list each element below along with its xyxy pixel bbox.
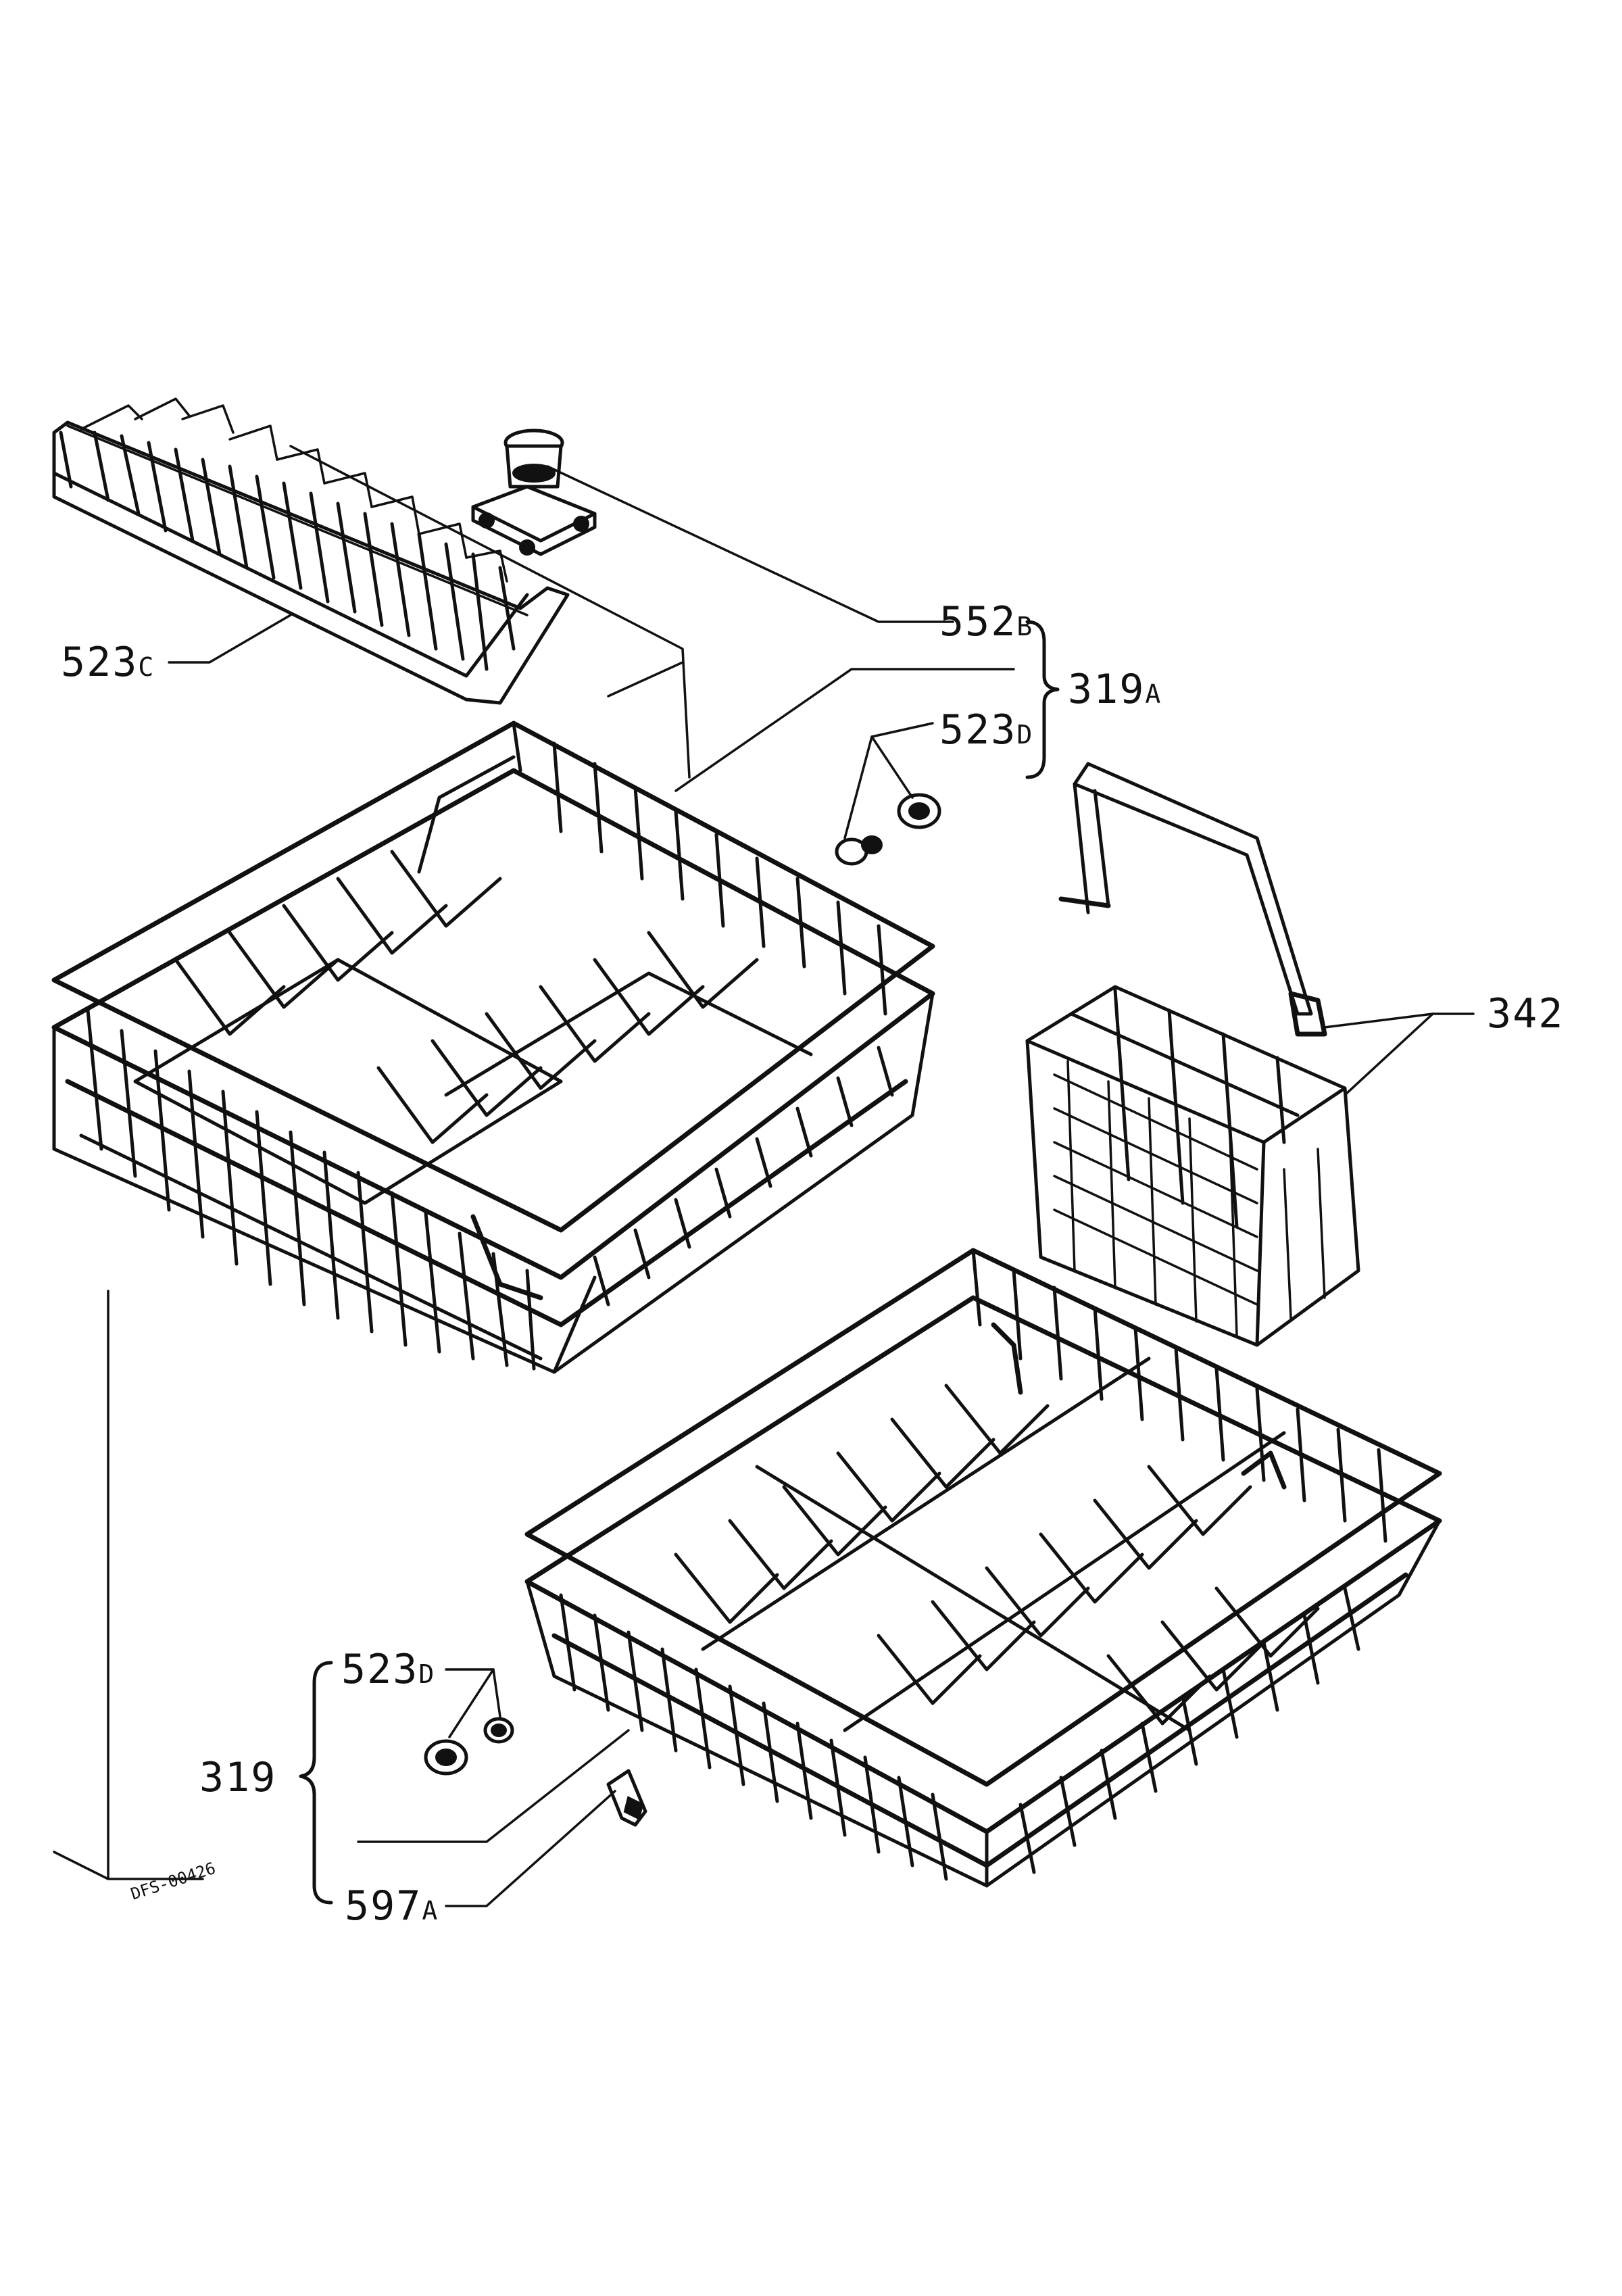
callout-319A: 319A [1068, 666, 1162, 713]
leader-523C [168, 614, 292, 664]
edge-lines [53, 1290, 204, 1880]
cutlery-basket [1025, 762, 1475, 1347]
callout-523D-upper: 523D [939, 706, 1034, 754]
rack-adjuster-part [471, 429, 954, 623]
callout-342: 342 [1487, 990, 1565, 1037]
upper-roller-wheels [835, 722, 941, 866]
callout-319: 319 [199, 1754, 277, 1801]
rack-stop-clip [445, 1769, 647, 1907]
bracket-319 [299, 1661, 630, 1905]
upper-basket [51, 720, 935, 1374]
callout-552B: 552B [939, 598, 1034, 645]
bracket-319A [674, 620, 1060, 792]
lower-roller-wheels [424, 1668, 514, 1776]
callout-523C: 523C [61, 639, 155, 686]
lower-basket [524, 1248, 1442, 1888]
plate-rack-insert [52, 397, 691, 779]
callout-597A: 597A [345, 1882, 439, 1930]
callout-523D-lower: 523D [341, 1646, 436, 1693]
